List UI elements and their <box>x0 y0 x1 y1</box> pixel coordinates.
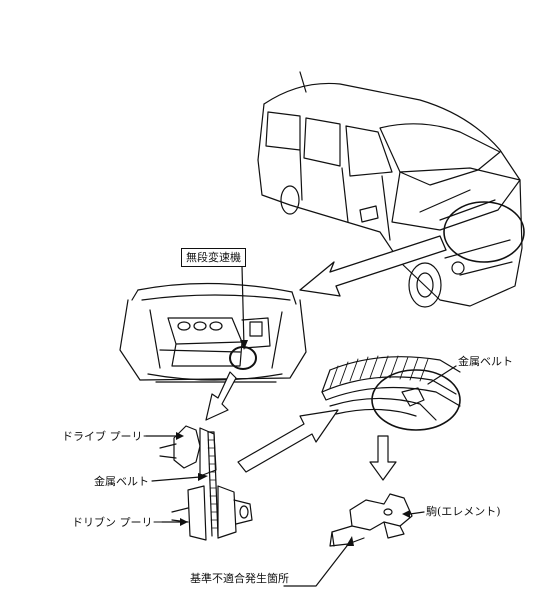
element-leader <box>409 511 425 515</box>
cvt-label: 無段変速機 <box>181 248 246 267</box>
arrow-belt-to-element <box>369 435 397 481</box>
arrow-engine-to-pulleys <box>205 371 237 421</box>
cvt-pointer-line <box>241 265 245 348</box>
pulley-assembly-illustration <box>159 425 253 541</box>
metal-belt-top-label: 金属ベルト <box>458 355 513 368</box>
failure-point-label: 基準不適合発生箇所 <box>190 572 289 585</box>
metal-belt-mid-label: 金属ベルト <box>94 475 149 488</box>
failure-point-leader <box>283 541 351 587</box>
element-part-illustration <box>329 493 413 547</box>
drive-pulley-label: ドライブ プーリー <box>62 430 154 443</box>
element-label: 駒(エレメント) <box>426 505 501 518</box>
metal-belt-closeup-illustration <box>321 355 461 431</box>
arrow-pulleys-to-belt <box>237 409 339 473</box>
vehicle-illustration <box>257 71 525 308</box>
arrow-vehicle-to-engine <box>299 235 447 297</box>
engine-bay-illustration <box>119 282 307 383</box>
metal-belt-top-leader <box>427 365 457 385</box>
metal-belt-mid-leader <box>151 476 201 482</box>
driven-pulley-label: ドリブン プーリー <box>72 516 164 529</box>
